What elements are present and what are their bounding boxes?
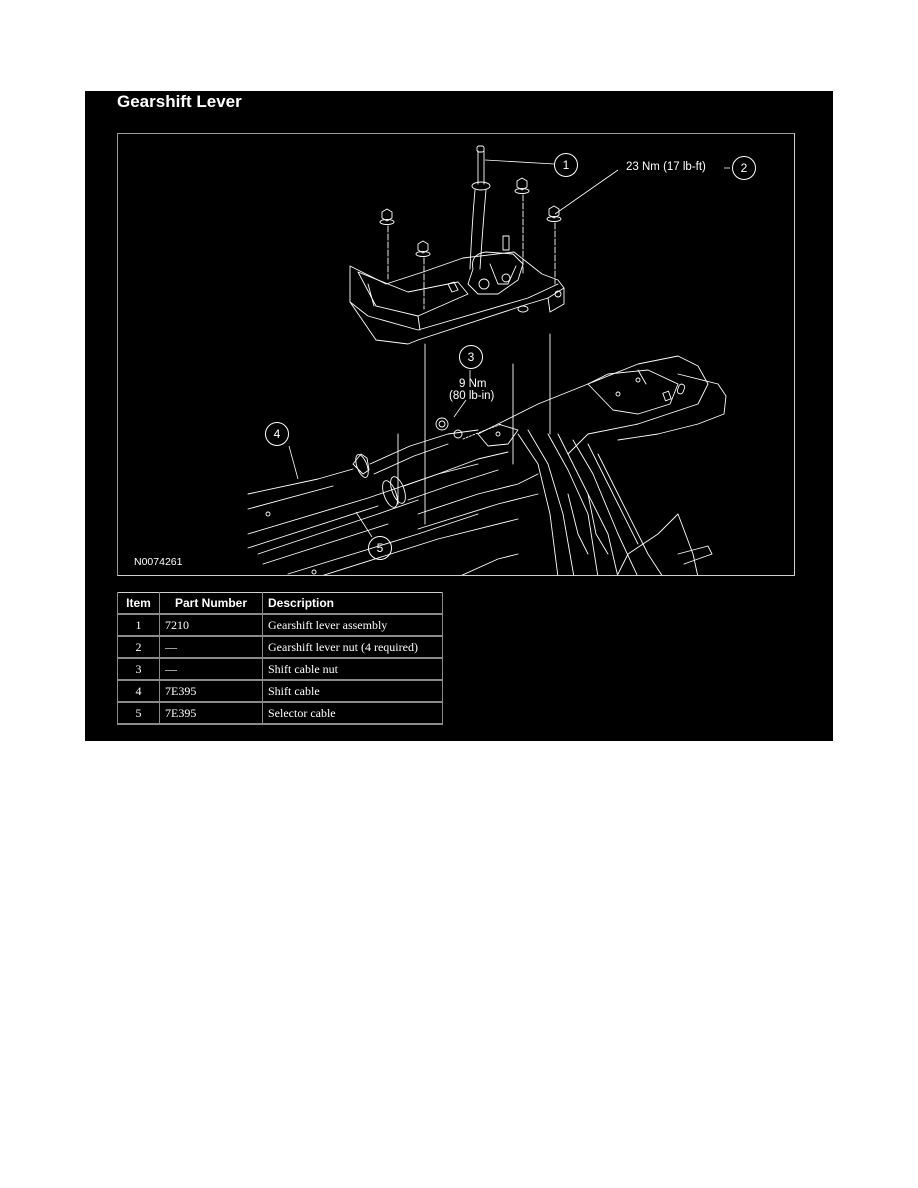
cell-description: Gearshift lever nut (4 required)	[262, 636, 443, 658]
table-header-row: Item Part Number Description	[117, 592, 443, 614]
column-header-item: Item	[117, 592, 160, 614]
callout-2: 2	[732, 156, 756, 180]
illustration-panel: Gearshift Lever	[85, 91, 833, 741]
exploded-view-diagram: 1 23 Nm (17 lb-ft) 2 3 9 Nm (80 lb-in) 4…	[117, 133, 795, 576]
table-row: 1 7210 Gearshift lever assembly	[117, 614, 443, 636]
shifter-base-drawing	[349, 235, 565, 345]
callout-3-torque-nm: 9 Nm	[459, 378, 487, 390]
callout-3-torque-lbin: (80 lb-in)	[449, 390, 495, 402]
callout-2-torque: 23 Nm (17 lb-ft)	[626, 161, 706, 173]
vehicle-floor-drawing	[322, 355, 727, 575]
shift-cables-drawing	[247, 417, 509, 575]
callout-1: 1	[554, 153, 578, 177]
table-row: 4 7E395 Shift cable	[117, 680, 443, 702]
table-row: 5 7E395 Selector cable	[117, 702, 443, 724]
cell-item: 3	[117, 658, 160, 680]
cell-description: Shift cable	[262, 680, 443, 702]
parts-table: Item Part Number Description 1 7210 Gear…	[117, 592, 443, 725]
cell-item: 1	[117, 614, 160, 636]
page-title: Gearshift Lever	[117, 92, 242, 111]
column-header-description: Description	[262, 592, 443, 614]
cell-description: Shift cable nut	[262, 658, 443, 680]
cell-item: 2	[117, 636, 160, 658]
callout-5: 5	[368, 536, 392, 560]
cell-item: 5	[117, 702, 160, 724]
table-row: 3 — Shift cable nut	[117, 658, 443, 680]
table-row: 2 — Gearshift lever nut (4 required)	[117, 636, 443, 658]
cell-part-number: 7E395	[159, 702, 263, 724]
gearshift-assembly-drawing	[247, 145, 730, 575]
cell-part-number: —	[159, 636, 263, 658]
callout-3: 3	[459, 345, 483, 369]
cell-part-number: 7E395	[159, 680, 263, 702]
cell-description: Selector cable	[262, 702, 443, 724]
cell-part-number: 7210	[159, 614, 263, 636]
cell-item: 4	[117, 680, 160, 702]
gearshift-lever-drawing	[469, 145, 491, 270]
callout-4: 4	[265, 422, 289, 446]
cell-description: Gearshift lever assembly	[262, 614, 443, 636]
diagram-id: N0074261	[134, 556, 183, 568]
callout-leaders	[288, 159, 730, 538]
cell-part-number: —	[159, 658, 263, 680]
column-header-part-number: Part Number	[159, 592, 263, 614]
